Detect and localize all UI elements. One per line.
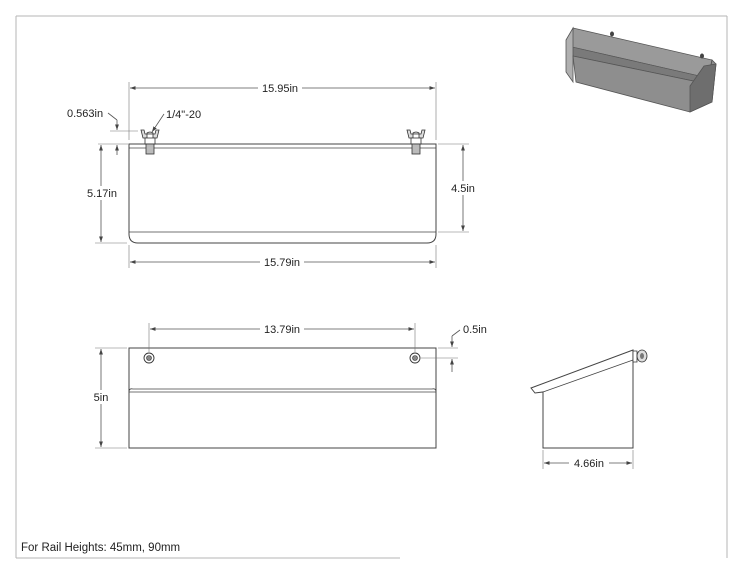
callout-screw-spec: 1/4"-20 (151, 109, 201, 133)
label-mount-offset: 0.563in (67, 108, 103, 120)
iso-screw-left (610, 31, 614, 37)
front-body (128, 143, 437, 244)
iso-screw-right (700, 53, 704, 59)
isometric-view (565, 26, 717, 113)
label-front-height: 5.17in (87, 188, 117, 200)
dim-back-height: 5in (90, 347, 127, 449)
back-view (128, 347, 437, 449)
dim-hole-spacing: 13.79in (148, 322, 416, 352)
label-bottom-width: 15.79in (264, 257, 300, 269)
label-depth: 4.66in (574, 458, 604, 470)
side-screw (632, 349, 648, 363)
dim-front-height: 5.17in (84, 145, 127, 244)
dim-depth: 4.66in (542, 450, 634, 470)
dim-bottom-width: 15.79in (128, 245, 437, 269)
label-overall-width: 15.95in (262, 83, 298, 95)
rail-heights-note: For Rail Heights: 45mm, 90mm (21, 542, 180, 554)
iso-right-side (689, 63, 717, 113)
dim-hole-offset: 0.5in (421, 324, 487, 372)
label-back-height: 5in (94, 392, 109, 404)
side-view (530, 349, 648, 449)
front-view (128, 129, 437, 244)
screw-bracket-left (140, 129, 160, 155)
label-hole-offset: 0.5in (463, 324, 487, 336)
label-screw-spec: 1/4"-20 (166, 109, 201, 121)
back-body (128, 347, 437, 449)
dim-mount-offset: 0.563in (67, 108, 138, 155)
screw-bracket-right (406, 129, 426, 155)
dim-overall-width: 15.95in (128, 81, 437, 140)
sheet-border (15, 15, 728, 559)
iso-left-side (565, 26, 574, 84)
side-body (530, 349, 634, 449)
hole-right (409, 352, 421, 364)
hole-left (143, 352, 155, 364)
label-inner-height: 4.5in (451, 183, 475, 195)
dim-inner-height: 4.5in (438, 143, 477, 233)
label-hole-spacing: 13.79in (264, 324, 300, 336)
